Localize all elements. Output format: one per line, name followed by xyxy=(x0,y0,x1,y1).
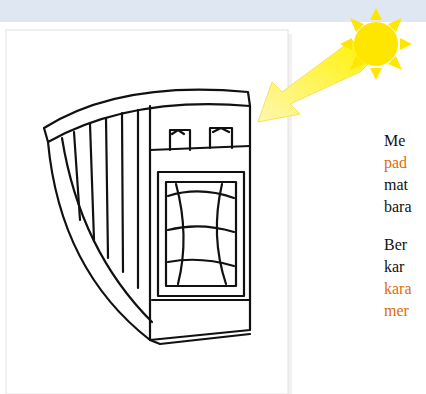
text-fragment: Me xyxy=(384,132,405,150)
top-band xyxy=(0,0,426,22)
text-fragment: mer xyxy=(384,302,409,320)
text-fragment: kara xyxy=(384,280,412,298)
text-fragment: mat xyxy=(384,176,408,194)
sunlight-arrow xyxy=(258,40,372,122)
text-fragment: Ber xyxy=(384,236,407,254)
text-fragment: pad xyxy=(384,154,407,172)
text-fragment: kar xyxy=(384,258,404,276)
picture-panel xyxy=(6,30,288,394)
text-fragment: bara xyxy=(384,198,412,216)
sun-symbol xyxy=(340,8,412,80)
building-sketch xyxy=(44,90,250,344)
